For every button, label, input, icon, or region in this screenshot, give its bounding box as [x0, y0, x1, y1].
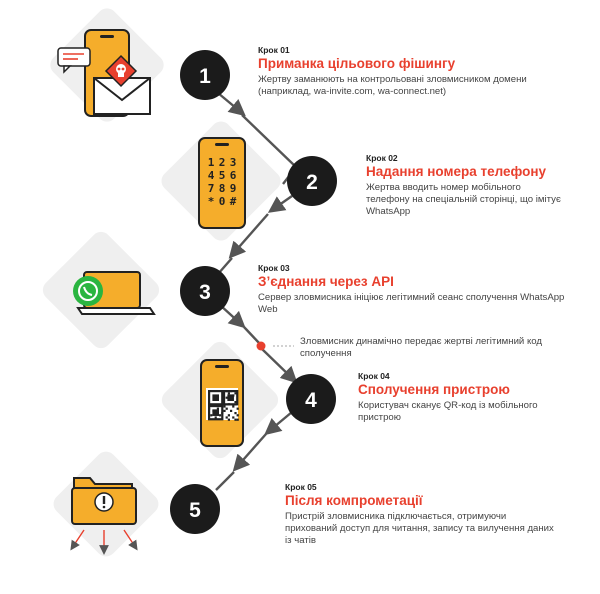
step-label-4: Крок 04 [358, 371, 390, 381]
connector-3-4-b [243, 326, 261, 345]
phishing-phone-envelope-skull-icon [50, 8, 164, 122]
step-description-1: Жертву заманюють на контрольовані зловми… [258, 74, 527, 98]
laptop-whatsapp-icon [42, 231, 160, 349]
connector-3-4-c [261, 348, 298, 384]
step-description-4: Користувач сканує QR-код із мобільного п… [358, 400, 538, 424]
keypad-key: 9 [230, 182, 237, 195]
phone-qr-code-icon [161, 341, 279, 459]
connector-1-2-b [241, 114, 297, 168]
keypad-key: 4 [208, 169, 215, 182]
step-number-2: 2 [306, 171, 318, 194]
step-block-5: Крок 05 Після компрометації Пристрій зло… [285, 482, 560, 547]
step-block-4: Крок 04 Сполучення пристрою Користувач с… [358, 371, 578, 424]
step-title-3: З’єднання через API [258, 274, 394, 290]
keypad-key: 8 [219, 182, 226, 195]
step-label-2: Крок 02 [366, 153, 398, 163]
connector-4-5-a [264, 411, 293, 436]
connector-4-5-c [215, 471, 235, 491]
step-description-2: Жертва вводить номер мобільного телефону… [366, 182, 561, 218]
step-number-4: 4 [305, 389, 317, 412]
keypad-key: 3 [230, 156, 237, 169]
keypad-key: 6 [230, 169, 237, 182]
step-title-4: Сполучення пристрою [358, 382, 510, 398]
keypad-key: * [208, 195, 215, 208]
step-number-1: 1 [199, 65, 211, 88]
step-label-1: Крок 01 [258, 45, 290, 55]
keypad-key: 1 [208, 156, 215, 169]
connector-2-3-b [228, 213, 269, 259]
step-label-5: Крок 05 [285, 482, 317, 492]
step-circle-1: 1 [180, 50, 230, 100]
keypad-key: 0 [219, 195, 226, 208]
step-circle-5: 5 [170, 484, 220, 534]
step-block-2: Крок 02 Надання номера телефону Жертва в… [366, 153, 566, 218]
step-number-3: 3 [199, 281, 211, 304]
step-circle-2: 2 [287, 156, 337, 206]
folder-warning-exfiltration-icon [53, 451, 159, 557]
step-title-1: Приманка цільового фішингу [258, 56, 456, 72]
keypad-key: 2 [219, 156, 226, 169]
keypad-key: 7 [208, 182, 215, 195]
step-number-5: 5 [189, 499, 201, 522]
intermediate-dot [256, 341, 266, 351]
step-block-3: Крок 03 З’єднання через API Сервер зловм… [258, 263, 568, 316]
step-block-1: Крок 01 Приманка цільового фішингу Жертв… [258, 45, 578, 98]
intermediate-note: Зловмисник динамічно передає жертві легі… [300, 336, 542, 359]
connector-3-4-a [219, 304, 246, 329]
connectors [211, 87, 307, 491]
whatsapp-logo-icon [73, 276, 103, 306]
step-circle-4: 4 [286, 374, 336, 424]
connector-2-3-a [267, 195, 293, 213]
qr-code [208, 390, 239, 421]
step-label-3: Крок 03 [258, 263, 290, 273]
step-title-2: Надання номера телефону [366, 164, 547, 180]
connector-4-5-b [232, 433, 267, 472]
keypad-key: # [230, 195, 237, 208]
keypad-key: 5 [219, 169, 226, 182]
step-circle-3: 3 [180, 266, 230, 316]
step-description-5: Пристрій зловмисника підключається, отри… [285, 511, 554, 547]
step-description-3: Сервер зловмисника ініціює легітимний се… [258, 292, 565, 316]
step-title-5: Після компрометації [285, 493, 423, 509]
